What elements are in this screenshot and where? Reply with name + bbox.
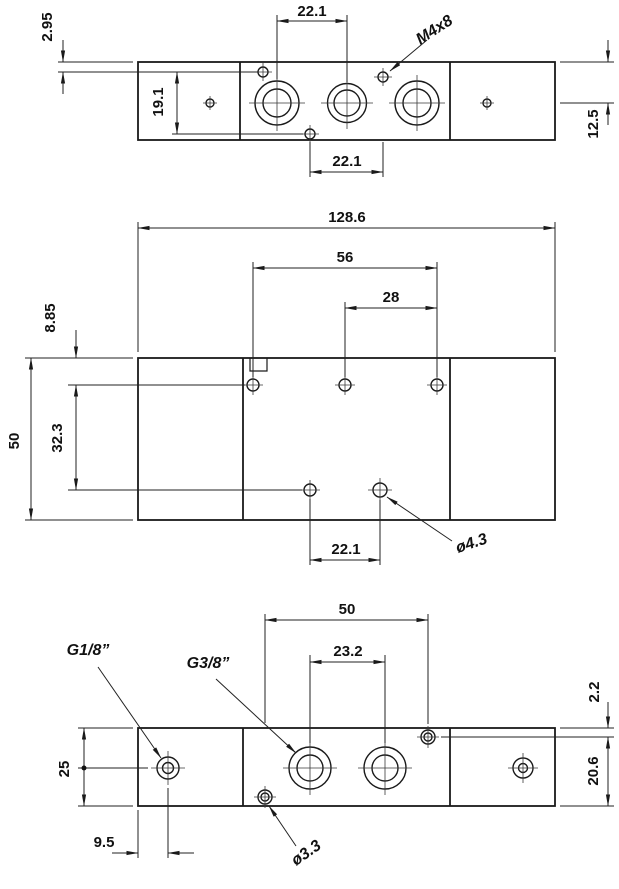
dim-port-pitch-top: 22.1 <box>297 3 326 20</box>
dim-hole-span-56: 56 <box>337 249 354 266</box>
dim-hole-pitch-28: 28 <box>383 289 400 306</box>
hole-diameter-callout: ø4.3 <box>454 531 490 557</box>
bottom-view: 50 23.2 G1/8” G3/8” 2.2 20.6 25 9.5 <box>56 601 614 869</box>
dim-overall-height: 50 <box>6 433 23 450</box>
front-view-body <box>137 357 556 521</box>
dim-hole-row-spacing: 19.1 <box>150 87 167 116</box>
dim-top-hole-offset: 2.2 <box>586 682 603 703</box>
leader-line <box>215 678 297 754</box>
front-view-dimensions: 128.6 56 28 8.85 50 32.3 22.1 ø4.3 <box>6 209 556 565</box>
extension-lines <box>25 222 556 565</box>
extension-lines <box>78 614 614 858</box>
dim-port-center-height: 12.5 <box>585 109 602 138</box>
dim-body-height: 25 <box>56 761 73 778</box>
bottom-view-centerlines <box>151 726 538 808</box>
pilot-port-callout: G1/8” <box>67 642 110 659</box>
dim-edge-offset: 9.5 <box>94 834 115 851</box>
leader-line <box>97 666 162 759</box>
dim-row-spacing: 32.3 <box>49 423 66 452</box>
leader-line <box>268 805 297 847</box>
leader-line <box>389 39 428 72</box>
dim-bottom-hole-pitch: 22.1 <box>331 541 360 558</box>
bottom-view-ports <box>156 729 534 805</box>
dim-port-center-height: 20.6 <box>585 756 602 785</box>
leader-line <box>386 496 453 542</box>
front-view-body-outline <box>137 357 556 521</box>
front-view: 128.6 56 28 8.85 50 32.3 22.1 ø4.3 <box>6 209 556 565</box>
dim-overall-length: 128.6 <box>328 209 366 226</box>
centerline-dot <box>81 765 87 771</box>
main-port-callout: G3/8” <box>187 655 230 672</box>
top-view-dimensions: 2.95 19.1 22.1 M4x8 12.5 22.1 <box>39 3 614 177</box>
dim-hole-pitch-bottom: 22.1 <box>332 153 361 170</box>
dim-top-hole-offset: 8.85 <box>42 303 59 332</box>
top-view: 2.95 19.1 22.1 M4x8 12.5 22.1 <box>39 3 614 177</box>
bottom-view-body <box>137 727 556 807</box>
dim-port-pitch: 23.2 <box>333 643 362 660</box>
dim-hole-span-50: 50 <box>339 601 356 618</box>
extension-lines <box>58 15 614 177</box>
bottom-view-dimensions: 50 23.2 G1/8” G3/8” 2.2 20.6 25 9.5 <box>56 601 614 869</box>
locating-notch <box>249 358 268 372</box>
thread-size-callout: M4x8 <box>413 12 456 48</box>
front-view-centerlines <box>243 375 447 502</box>
front-view-holes <box>246 378 444 498</box>
bottom-view-body-outline <box>137 727 556 807</box>
dim-hole-edge-offset: 2.95 <box>39 12 56 41</box>
top-view-centerlines <box>203 63 494 143</box>
